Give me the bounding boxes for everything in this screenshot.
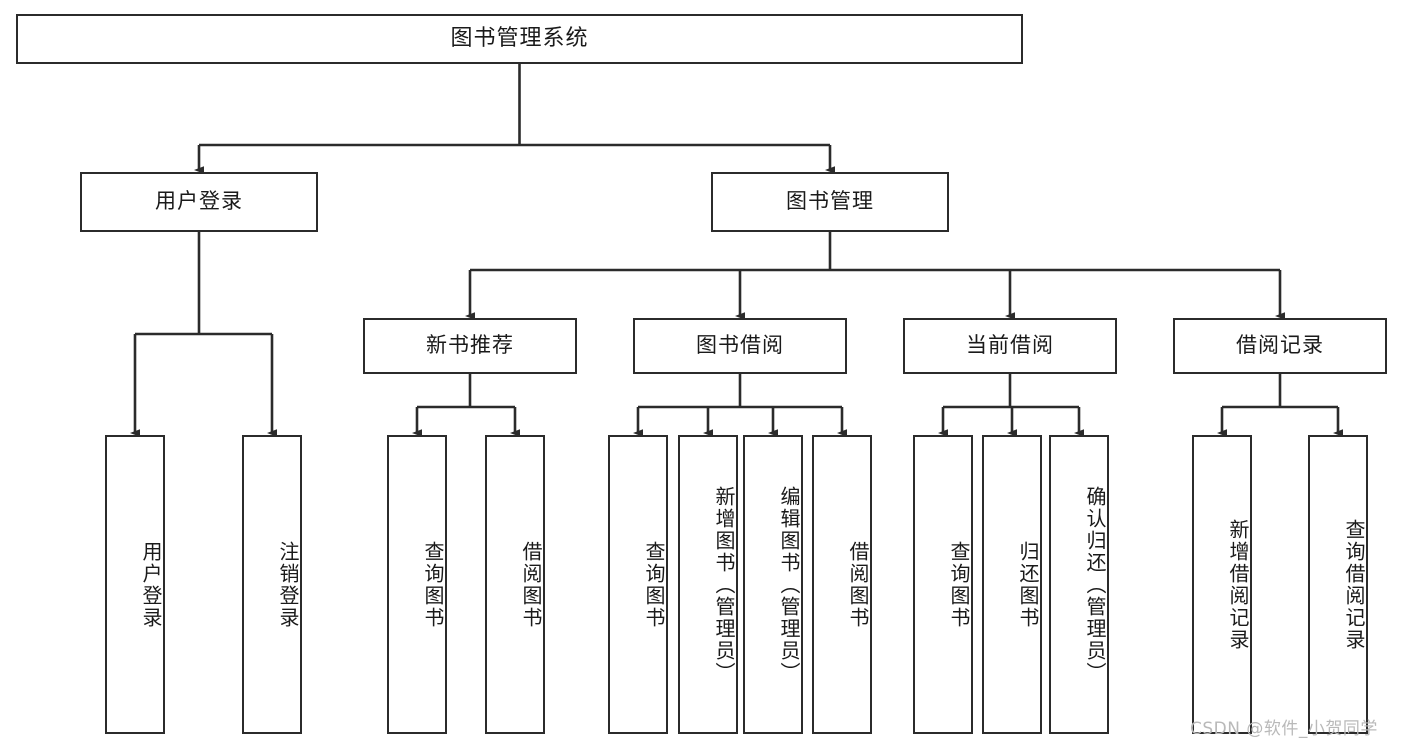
node-leaf_confirm_return[interactable]: 确认归还（管理员） — [1049, 435, 1109, 734]
node-leaf_query_book_2[interactable]: 查询图书 — [608, 435, 668, 734]
node-label: 查询图书 — [947, 540, 971, 629]
node-label: 借阅图书 — [846, 540, 870, 629]
node-leaf_user_login[interactable]: 用户登录 — [105, 435, 165, 734]
csdn-watermark: CSDN @软件_小贺同学 — [1190, 719, 1378, 739]
node-label: 编辑图书（管理员） — [777, 485, 801, 684]
node-label: 查询借阅记录 — [1342, 518, 1366, 651]
node-leaf_borrow_book_2[interactable]: 借阅图书 — [812, 435, 872, 734]
node-label: 查询图书 — [642, 540, 666, 629]
node-book_borrow[interactable]: 图书借阅 — [633, 318, 847, 374]
node-leaf_edit_book[interactable]: 编辑图书（管理员） — [743, 435, 803, 734]
node-leaf_query_book_1[interactable]: 查询图书 — [387, 435, 447, 734]
node-leaf_add_book[interactable]: 新增图书（管理员） — [678, 435, 738, 734]
node-label: 查询图书 — [421, 540, 445, 629]
node-label: 新增借阅记录 — [1226, 518, 1250, 651]
node-user_login[interactable]: 用户登录 — [80, 172, 318, 232]
node-label: 确认归还（管理员） — [1083, 485, 1107, 684]
node-label: 用户登录 — [139, 540, 163, 629]
node-leaf_return_book[interactable]: 归还图书 — [982, 435, 1042, 734]
node-label: 注销登录 — [276, 540, 300, 629]
node-leaf_user_logout[interactable]: 注销登录 — [242, 435, 302, 734]
node-leaf_add_record[interactable]: 新增借阅记录 — [1192, 435, 1252, 734]
node-book_manage[interactable]: 图书管理 — [711, 172, 949, 232]
node-leaf_query_book_3[interactable]: 查询图书 — [913, 435, 973, 734]
node-label: 新增图书（管理员） — [712, 485, 736, 684]
node-new_book_rec[interactable]: 新书推荐 — [363, 318, 577, 374]
node-borrow_record[interactable]: 借阅记录 — [1173, 318, 1387, 374]
node-current_borrow[interactable]: 当前借阅 — [903, 318, 1117, 374]
node-leaf_query_record[interactable]: 查询借阅记录 — [1308, 435, 1368, 734]
node-leaf_borrow_book_1[interactable]: 借阅图书 — [485, 435, 545, 734]
node-label: 借阅图书 — [519, 540, 543, 629]
node-root-system[interactable]: 图书管理系统 — [16, 14, 1023, 64]
node-label: 归还图书 — [1016, 540, 1040, 629]
